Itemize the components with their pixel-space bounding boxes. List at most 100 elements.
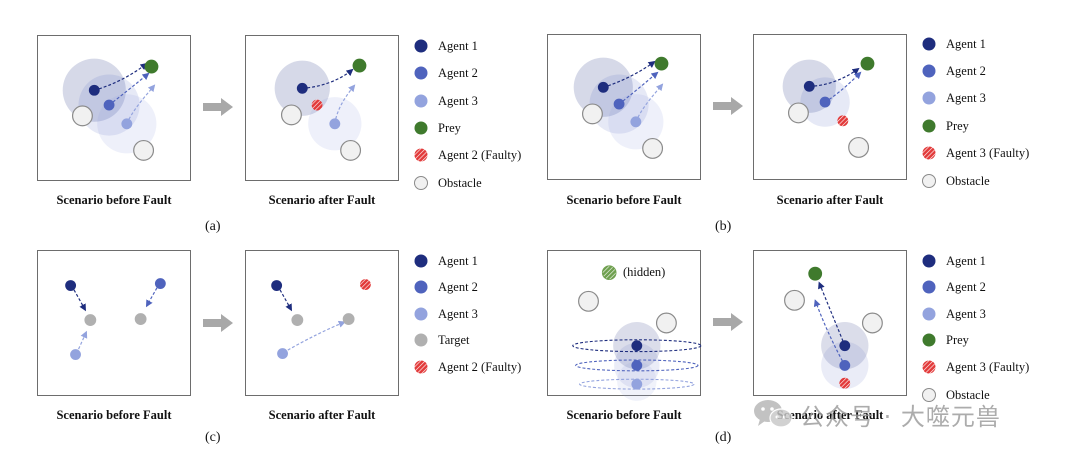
agent3-path [635, 83, 664, 123]
legend-label: Agent 2 [946, 63, 986, 78]
agent2-swatch-icon [414, 280, 428, 294]
obstacle [787, 102, 809, 124]
wechat-icon [754, 400, 793, 428]
agent1 [839, 340, 851, 352]
legend-item: Prey [921, 332, 969, 348]
prey [352, 58, 367, 73]
panel-a-after [245, 35, 399, 181]
panel-d-before: (hidden) [547, 250, 702, 401]
agent2 [154, 278, 166, 289]
step-arrow [203, 314, 233, 332]
obstacle [581, 103, 603, 125]
agent1 [88, 84, 100, 96]
panel-a-before [37, 35, 191, 181]
hidden-prey [601, 265, 617, 280]
prey-swatch-icon [922, 333, 936, 347]
legend-label: Agent 3 (Faulty) [946, 145, 1030, 160]
legend-item: Agent 3 (Faulty) [921, 359, 1029, 375]
agent1-swatch-icon [414, 39, 428, 53]
agent2 [819, 96, 831, 108]
agent3-path [75, 330, 88, 354]
legend-label: Agent 2 [438, 279, 478, 294]
target [342, 313, 355, 325]
agent1 [271, 280, 283, 291]
panel-c-before [37, 250, 191, 396]
faulty-swatch-icon [414, 148, 428, 162]
target [84, 314, 97, 326]
faulty-agent3 [837, 115, 849, 127]
agent3-swatch-icon [414, 94, 428, 108]
target-swatch-icon [414, 333, 428, 347]
legend-label: Prey [438, 120, 461, 135]
agent2-path [108, 72, 150, 106]
legend-item: Agent 1 [413, 38, 478, 54]
caption-before: Scenario before Fault [566, 193, 682, 207]
legend-label: Agent 2 [438, 65, 478, 80]
obstacle-swatch-icon [414, 176, 428, 190]
legend-item: Obstacle [413, 175, 482, 191]
legend-label: Agent 2 (Faulty) [438, 147, 522, 162]
faulty-agent3 [839, 377, 851, 389]
agent3-swatch-icon [922, 91, 936, 105]
agent2-swatch-icon [414, 66, 428, 80]
caption-after: Scenario after Fault [776, 193, 884, 207]
obstacle [578, 290, 599, 312]
agent3-path [283, 320, 346, 354]
agent1 [597, 81, 609, 93]
legend-label: Target [438, 332, 470, 347]
prey [808, 266, 823, 281]
legend-label: Agent 2 (Faulty) [438, 359, 522, 374]
legend-label: Obstacle [946, 173, 990, 188]
obstacle [133, 139, 155, 161]
agent2 [631, 359, 643, 371]
hidden-label: (hidden) [623, 265, 666, 279]
agent1-swatch-icon [922, 37, 936, 51]
panel-d-after [753, 250, 907, 396]
legend-item: Agent 3 [413, 306, 478, 322]
prey-swatch-icon [414, 121, 428, 135]
legend-label: Agent 3 [946, 90, 986, 105]
legend-item: Obstacle [921, 173, 990, 189]
agent1-path [809, 67, 860, 87]
caption-after: Scenario after Fault [268, 193, 376, 207]
agent3-swatch-icon [414, 307, 428, 321]
legend-label: Agent 3 (Faulty) [946, 359, 1030, 374]
agent2 [103, 99, 115, 111]
sublabel-b: (b) [715, 219, 732, 234]
agent2-path [618, 71, 659, 105]
legend-item: Agent 2 [921, 63, 986, 79]
legend-label: Agent 1 [946, 36, 986, 51]
agent2-path [813, 299, 846, 366]
prey [654, 56, 669, 71]
legend-label: Agent 1 [438, 253, 478, 268]
agent2-path [145, 283, 160, 308]
agent1 [803, 80, 815, 92]
caption-after: Scenario after Fault [776, 408, 884, 422]
prey [144, 59, 159, 74]
agent3 [329, 118, 341, 130]
sublabel-d: (d) [715, 430, 732, 445]
legend-label: Agent 3 [438, 306, 478, 321]
obstacle [642, 137, 664, 159]
sublabel-c: (c) [205, 430, 221, 445]
prey-swatch-icon [922, 119, 936, 133]
agent3 [70, 349, 81, 360]
legend-item: Agent 2 (Faulty) [413, 359, 521, 375]
legend-item: Agent 2 [413, 279, 478, 295]
legend-label: Obstacle [946, 387, 990, 402]
legend-item: Prey [413, 120, 461, 136]
caption-after: Scenario after Fault [268, 408, 376, 422]
agent1 [65, 280, 77, 291]
legend-label: Agent 3 [438, 93, 478, 108]
prey [860, 56, 875, 71]
obstacle [340, 139, 362, 161]
obstacle [861, 312, 883, 334]
agent3 [277, 348, 288, 359]
obstacle [655, 312, 677, 334]
caption-before: Scenario before Fault [56, 408, 172, 422]
obstacle [71, 105, 93, 127]
step-arrow [713, 97, 743, 115]
target [291, 314, 304, 326]
legend-item: Target [413, 332, 470, 348]
legend-item: Obstacle [921, 387, 990, 403]
